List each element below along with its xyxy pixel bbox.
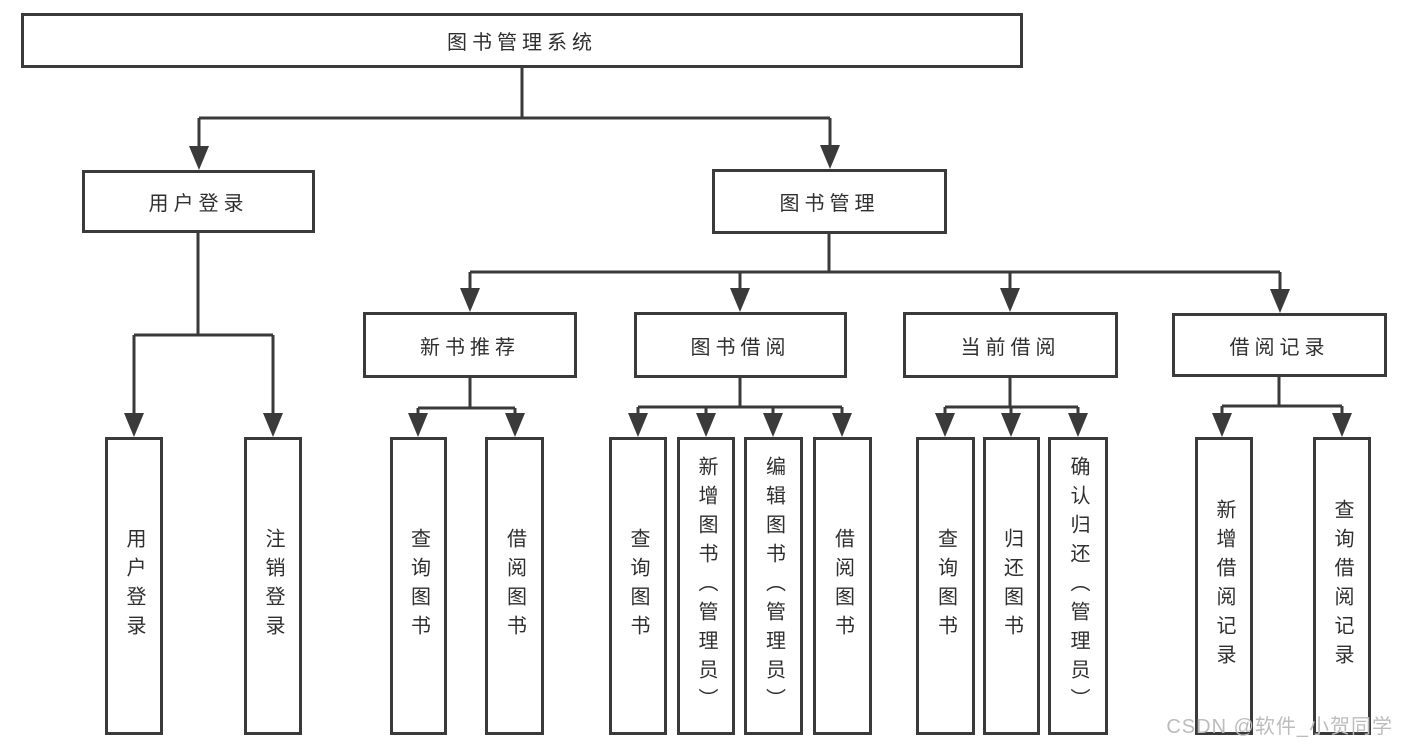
node-user-login: 用户登录 (82, 170, 315, 233)
node-book-management: 图书管理 (712, 169, 947, 234)
arrow-down-icon (1068, 413, 1088, 437)
arrow-down-icon (730, 288, 750, 312)
leaf-user-login: 用户登录 (105, 437, 163, 735)
leaf-current-return-books: 归还图书 (983, 437, 1040, 735)
arrow-down-icon (505, 413, 525, 437)
arrow-down-icon (763, 413, 783, 437)
arrow-down-icon (628, 413, 648, 437)
leaf-borrow-borrow-books: 借阅图书 (813, 437, 872, 735)
node-new-book-recommend: 新书推荐 (363, 312, 577, 378)
leaf-newbook-borrow-books: 借阅图书 (485, 437, 544, 735)
arrow-down-icon (263, 413, 283, 437)
leaf-records-add-record: 新增借阅记录 (1195, 437, 1253, 735)
leaf-borrow-edit-books-admin: 编辑图书（管理员） (744, 437, 803, 735)
arrow-down-icon (1000, 288, 1020, 312)
leaf-borrow-query-books: 查询图书 (609, 437, 667, 735)
leaf-records-query-record: 查询借阅记录 (1313, 437, 1371, 735)
arrow-down-icon (124, 413, 144, 437)
node-borrow-records: 借阅记录 (1172, 313, 1387, 377)
node-current-borrow: 当前借阅 (903, 312, 1118, 378)
arrow-down-icon (1332, 413, 1352, 437)
node-book-borrow: 图书借阅 (634, 312, 847, 378)
leaf-logout: 注销登录 (244, 437, 302, 735)
leaf-borrow-add-books-admin: 新增图书（管理员） (677, 437, 735, 735)
arrow-down-icon (460, 288, 480, 312)
arrow-down-icon (935, 413, 955, 437)
arrow-down-icon (1001, 413, 1021, 437)
arrow-down-icon (408, 413, 428, 437)
arrow-down-icon (189, 146, 209, 170)
leaf-newbook-query-books: 查询图书 (390, 437, 447, 735)
node-library-system: 图书管理系统 (21, 13, 1023, 68)
csdn-watermark: CSDN @软件_小贺同学 (1166, 716, 1393, 738)
arrow-down-icon (1270, 289, 1290, 313)
arrow-down-icon (820, 145, 840, 169)
leaf-current-confirm-return-admin: 确认归还（管理员） (1048, 437, 1108, 735)
arrow-down-icon (696, 413, 716, 437)
leaf-current-query-books: 查询图书 (916, 437, 975, 735)
arrow-down-icon (1212, 413, 1232, 437)
arrow-down-icon (832, 413, 852, 437)
